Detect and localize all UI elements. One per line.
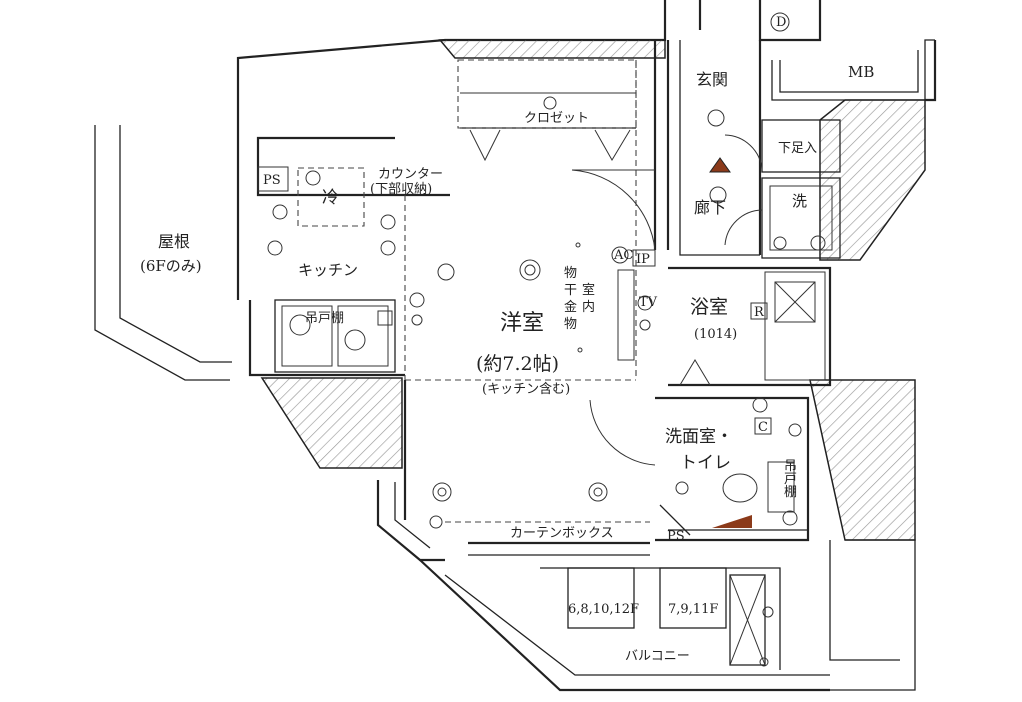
fridge-label: 冷 <box>322 188 339 208</box>
toilet-hanging-shelf-1: 吊 <box>784 459 797 474</box>
toilet-hanging-shelf-2: 戸 <box>784 472 797 487</box>
western-room-size: (約7.2帖) <box>476 353 559 375</box>
ac-outlet-icon <box>611 246 629 264</box>
drying-indoor-label-1: 室 <box>582 282 595 298</box>
mb-label: MB <box>848 63 874 81</box>
toilet-hanging-shelf-3: 棚 <box>784 485 797 500</box>
ac-unit-label-2: 7,9,11F <box>668 602 718 617</box>
shoe-box-label: 下足入 <box>778 141 817 156</box>
ip-symbol: IP <box>636 252 650 267</box>
drying-label-2: 干 <box>564 283 577 298</box>
western-room-note: (キッチン含む) <box>482 381 570 397</box>
washer-label: 洗 <box>792 192 807 210</box>
western-room-label: 洋室 <box>500 311 544 336</box>
drying-label-1: 物 <box>564 266 577 281</box>
roof-note-label: (6Fのみ) <box>140 257 202 275</box>
doorbell-symbol: D <box>776 15 786 30</box>
fixtures <box>267 12 826 667</box>
bathroom-size-label: (1014) <box>694 327 737 342</box>
ac-symbol: AC <box>613 248 633 263</box>
floor-heater <box>712 515 752 528</box>
hallway-label: 廊下 <box>694 198 726 217</box>
ac-unit-label-1: 6,8,10,12F <box>568 602 639 617</box>
doorbell-icon <box>770 12 790 32</box>
drying-label-3: 金 <box>564 299 577 315</box>
drying-indoor-label-2: 内 <box>582 299 595 315</box>
ventilation-symbol: C <box>758 420 768 435</box>
washroom-label: 洗面室・ <box>665 427 733 447</box>
light-fixture-icon <box>519 259 541 281</box>
light-fixture-icon <box>543 96 557 110</box>
balcony-label: バルコニー <box>625 649 690 664</box>
roof-label: 屋根 <box>158 232 190 251</box>
ps-label: PS <box>263 173 281 188</box>
structural-column <box>260 377 403 469</box>
counter-label: カウンター <box>378 167 443 182</box>
bathroom-label: 浴室 <box>690 296 728 318</box>
labels: 屋根 (6Fのみ) PS 冷 カウンター (下部収納) キッチン 吊戸棚 クロゼ… <box>140 15 874 664</box>
exterior-walls <box>94 0 937 692</box>
toilet-label: トイレ <box>680 453 731 473</box>
light-fixture-icon <box>432 482 452 502</box>
curtain-box-label: カーテンボックス <box>510 526 614 541</box>
closet-label: クロゼット <box>524 111 589 126</box>
counter-storage-label: (下部収納) <box>370 182 432 197</box>
tv-symbol: TV <box>639 295 658 310</box>
kitchen-hanging-shelf-label: 吊戸棚 <box>305 311 344 326</box>
light-fixture-icon <box>588 482 608 502</box>
ps-bottom-label: PS <box>667 529 685 544</box>
kitchen-label: キッチン <box>298 261 358 279</box>
entrance-label: 玄関 <box>696 70 728 89</box>
interior-walls <box>256 40 841 670</box>
drying-label-4: 物 <box>564 317 577 332</box>
remote-symbol: R <box>754 305 765 320</box>
